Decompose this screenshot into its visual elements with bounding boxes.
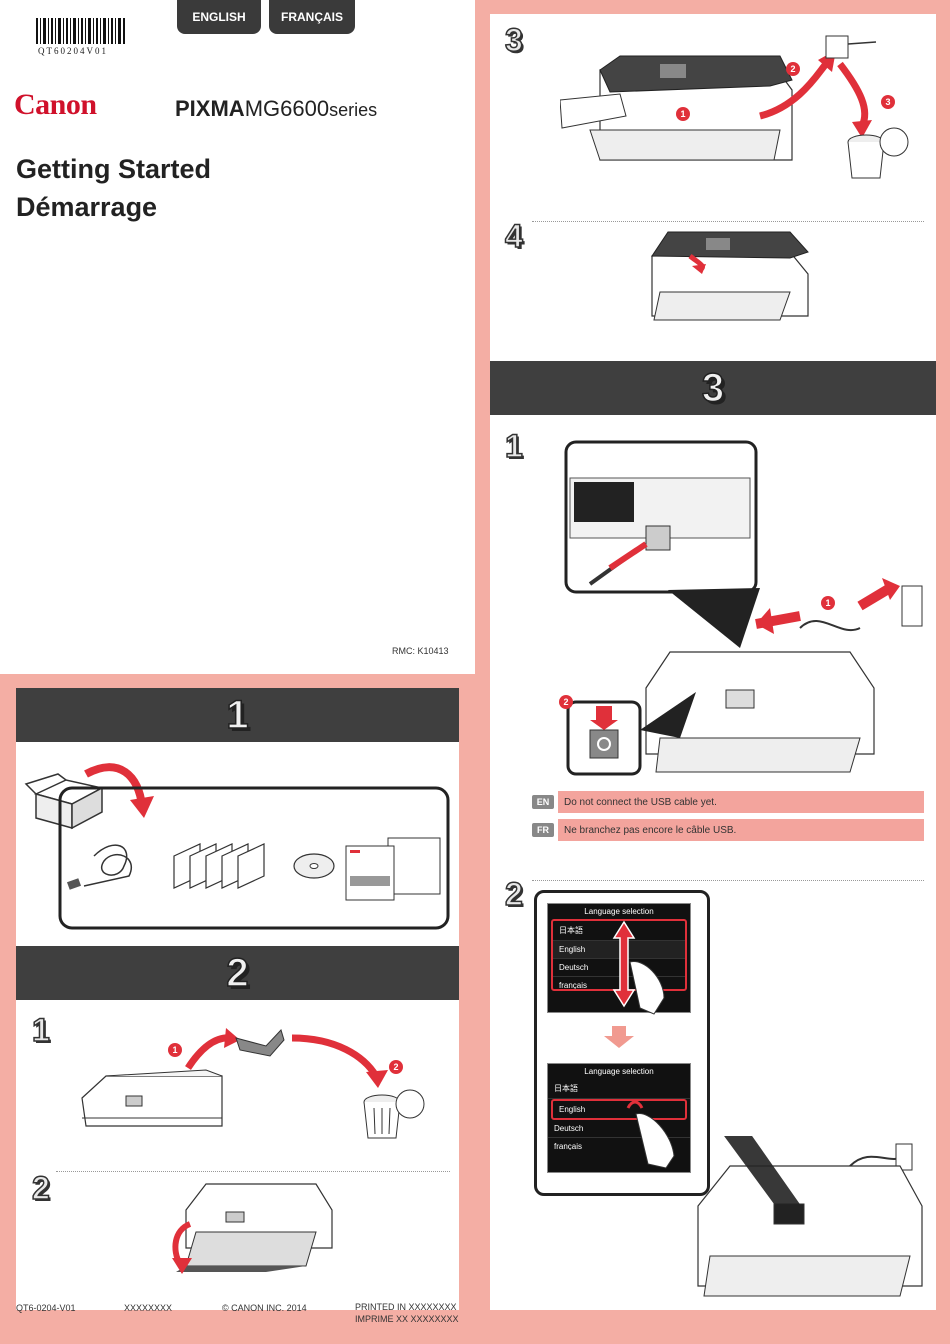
section-2-bar: 2 [16, 946, 459, 1000]
connect-power-illustration [560, 438, 930, 778]
badge-2: 2 [389, 1060, 403, 1074]
badge-1: 1 [821, 596, 835, 610]
footer-xx: XXXXXXXX [124, 1303, 173, 1313]
remove-tape-illustration [76, 1018, 456, 1158]
s2-step-2: 2 [31, 1169, 50, 1207]
separator [532, 221, 924, 222]
language-item-francais[interactable]: français [554, 1142, 583, 1150]
barcode [36, 18, 126, 44]
open-tray-illustration [166, 1180, 336, 1276]
section-2-number: 2 [226, 950, 250, 996]
footer-imprime: IMPRIME XX XXXXXXXX [355, 1314, 459, 1324]
language-item-english[interactable]: English [553, 941, 685, 959]
language-item-deutsch[interactable]: Deutsch [548, 1120, 690, 1138]
note-en-tag: EN [532, 795, 554, 809]
s2-step-1: 1 [31, 1011, 50, 1049]
title-english: Getting Started [16, 154, 212, 184]
s2-step-4: 4 [504, 217, 523, 255]
product-model: MG6600 [244, 96, 330, 121]
separator [532, 880, 924, 881]
tab-english[interactable]: ENGLISH [177, 0, 261, 34]
section-3-bar: 3 [490, 361, 936, 415]
barcode-text: QT60204V01 [38, 46, 108, 56]
language-item-japanese[interactable]: 日本語 [548, 1079, 690, 1099]
rmc-code: RMC: K10413 [392, 646, 449, 656]
note-en-text: Do not connect the USB cable yet. [558, 791, 924, 813]
section-3-number: 3 [701, 365, 725, 411]
badge-1: 1 [676, 107, 690, 121]
language-item-deutsch[interactable]: Deutsch [553, 959, 685, 977]
cover-panel [0, 0, 475, 674]
section-1-number: 1 [226, 692, 250, 738]
tap-gesture-icon [620, 1100, 680, 1170]
language-screen-header: Language selection [584, 1067, 654, 1076]
title-french: Démarrage [16, 192, 158, 222]
language-screen-header: Language selection [584, 907, 654, 916]
language-item-francais[interactable]: français [559, 981, 588, 989]
box-contents-illustration [24, 756, 454, 936]
product-name: PIXMAMG6600series [175, 96, 377, 122]
canon-logo: Canon [14, 88, 97, 121]
section-1-bar: 1 [16, 688, 459, 742]
down-arrow-icon [604, 1026, 634, 1048]
close-scanner-illustration [640, 226, 815, 326]
badge-2: 2 [786, 62, 800, 76]
note-fr-tag: FR [532, 823, 554, 837]
product-prefix: PIXMA [175, 96, 245, 121]
footer-code: QT6-0204-V01 [16, 1303, 76, 1313]
note-en: EN Do not connect the USB cable yet. [532, 791, 924, 813]
remove-protective-material-illustration [560, 30, 930, 190]
scroll-gesture-icon [604, 918, 684, 1018]
s2-step-3: 3 [504, 21, 523, 59]
s3-step-2: 2 [504, 875, 523, 913]
badge-1: 1 [168, 1043, 182, 1057]
printer-touchscreen-illustration [690, 1136, 930, 1306]
note-fr: FR Ne branchez pas encore le câble USB. [532, 819, 924, 841]
footer-copyright: © CANON INC. 2014 [222, 1303, 307, 1313]
language-item-english-selected[interactable]: English [551, 1099, 687, 1120]
product-suffix: series [329, 100, 378, 120]
note-fr-text: Ne branchez pas encore le câble USB. [558, 819, 924, 841]
badge-3: 3 [881, 95, 895, 109]
language-item-japanese[interactable]: 日本語 [553, 921, 685, 941]
tab-francais[interactable]: FRANÇAIS [269, 0, 355, 34]
s3-step-1: 1 [504, 427, 523, 465]
footer-printed: PRINTED IN XXXXXXXX [355, 1302, 457, 1312]
badge-2: 2 [559, 695, 573, 709]
separator [56, 1171, 450, 1172]
